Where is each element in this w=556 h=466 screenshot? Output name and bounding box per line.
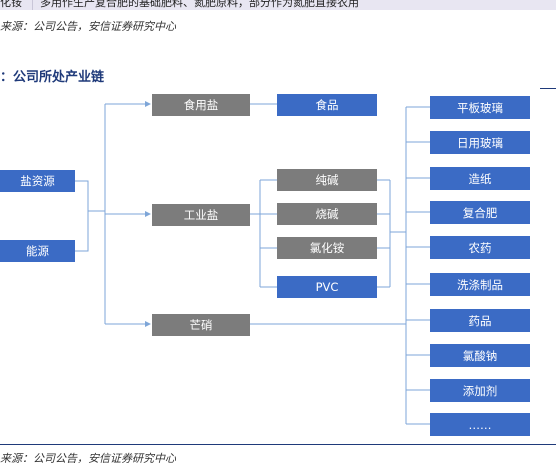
node-papermaking: 造纸 <box>430 167 530 190</box>
bottom-rule <box>0 444 556 445</box>
node-pvc: PVC <box>277 276 377 298</box>
node-daily-glass: 日用玻璃 <box>430 131 530 154</box>
node-caustic-soda: 烧碱 <box>277 203 377 225</box>
table-divider <box>32 0 33 10</box>
node-soda-ash: 纯碱 <box>277 169 377 191</box>
node-edible-salt: 食用盐 <box>152 94 250 116</box>
node-food: 食品 <box>277 94 377 116</box>
node-mirabilite: 芒硝 <box>152 314 250 336</box>
source-note-top: 来源：公司公告，安信证券研究中心 <box>0 20 176 33</box>
table-cell-category: 化铵 <box>0 0 22 9</box>
node-sodium-chlorate: 氯酸钠 <box>430 344 530 367</box>
node-industrial-salt: 工业盐 <box>152 204 250 226</box>
node-detergent: 洗涤制品 <box>430 273 530 296</box>
top-table-row: 化铵 多用作生产复合肥的基础肥料、氮肥原料，部分作为氮肥直接农用 <box>0 0 556 10</box>
node-pesticide: 农药 <box>430 236 530 259</box>
title-rule <box>540 88 556 89</box>
table-cell-description: 多用作生产复合肥的基础肥料、氮肥原料，部分作为氮肥直接农用 <box>40 0 359 9</box>
node-compound-fertilizer: 复合肥 <box>430 201 530 224</box>
source-note-bottom: 来源：公司公告，安信证券研究中心 <box>0 452 176 465</box>
node-energy: 能源 <box>0 240 75 262</box>
node-ammonium-chloride: 氯化铵 <box>277 237 377 259</box>
node-ellipsis: …… <box>430 413 530 436</box>
node-medicine: 药品 <box>430 309 530 332</box>
node-salt-resource: 盐资源 <box>0 170 75 192</box>
figure-title: ：公司所处产业链 <box>0 70 105 85</box>
node-additive: 添加剂 <box>430 379 530 402</box>
node-flat-glass: 平板玻璃 <box>430 96 530 119</box>
